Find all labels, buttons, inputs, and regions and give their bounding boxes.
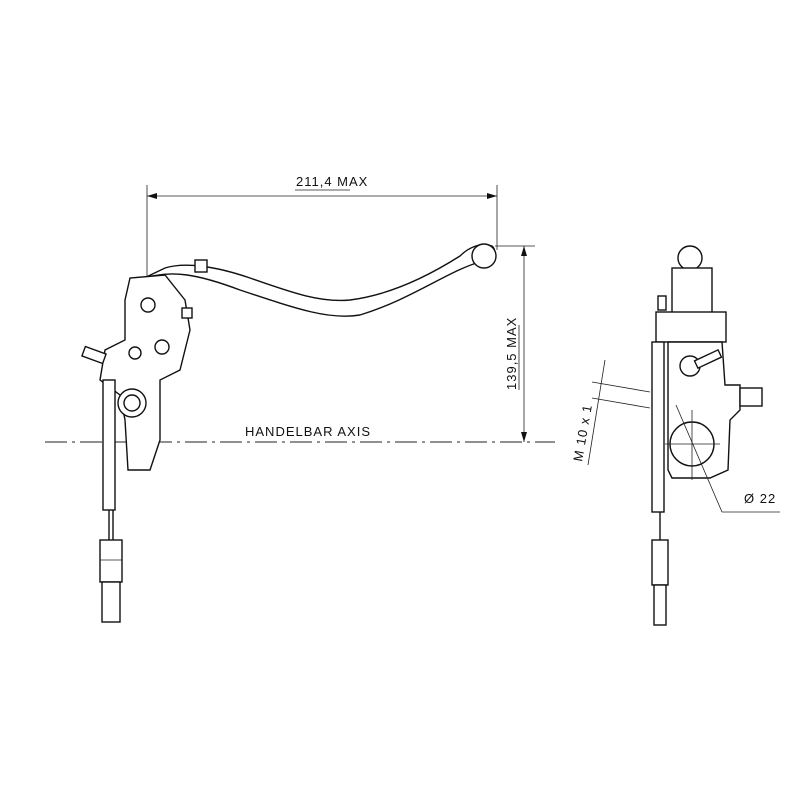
height-dimension-label: 139,5 MAX <box>504 317 519 390</box>
width-dimension-label: 211,4 MAX <box>296 174 368 189</box>
thread-dimension-label: M 10 x 1 <box>570 403 595 463</box>
width-dimension: 211,4 MAX <box>146 174 498 280</box>
diameter-dimension-label: Ø 22 <box>744 491 776 506</box>
master-cylinder-front-view <box>651 245 763 626</box>
lever-side-view <box>81 243 497 623</box>
diameter-dimension: Ø 22 <box>675 404 780 513</box>
handlebar-axis-label: HANDELBAR AXIS <box>245 424 371 439</box>
thread-dimension: M 10 x 1 <box>570 359 651 466</box>
height-dimension: 139,5 MAX <box>495 245 535 442</box>
